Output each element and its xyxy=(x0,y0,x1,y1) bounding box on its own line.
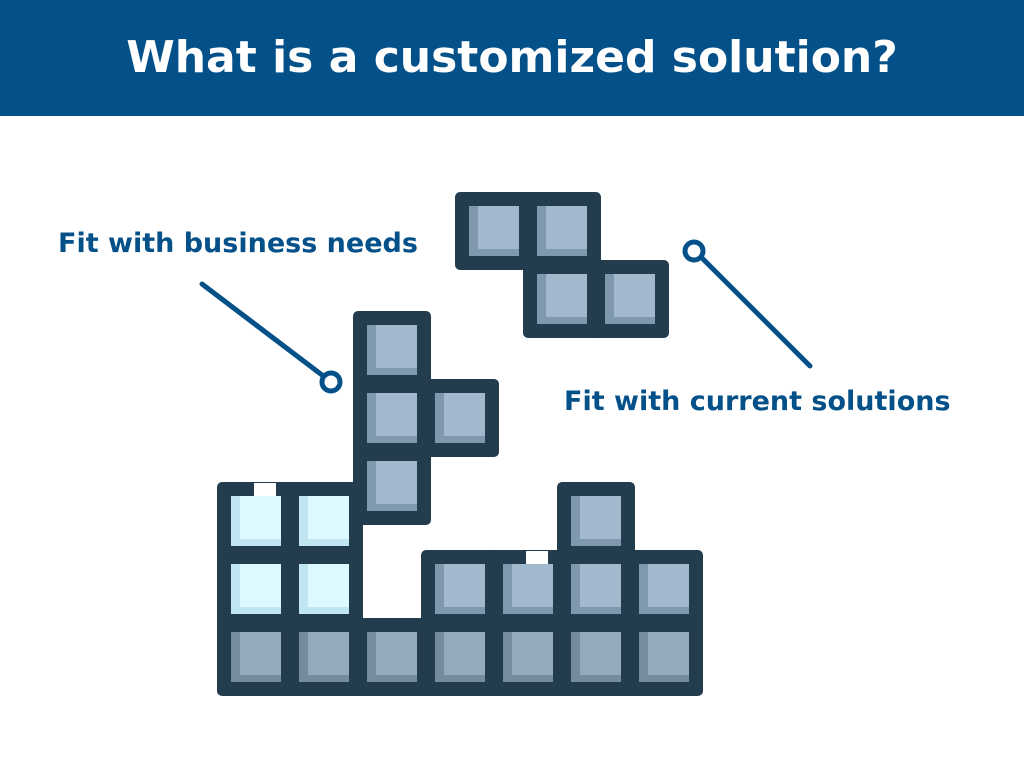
block-cell-shade xyxy=(639,564,648,614)
block-cell-shade xyxy=(299,632,308,682)
block-cell-shade xyxy=(231,496,240,546)
block-cell-shade xyxy=(367,504,417,511)
block-cell-shade xyxy=(571,632,580,682)
outline-notch xyxy=(254,483,276,497)
block-cell-shade xyxy=(367,675,417,682)
callout-pointers xyxy=(199,239,813,394)
block-cell-shade xyxy=(299,496,308,546)
outline-notch xyxy=(526,551,548,565)
block-cell-shade xyxy=(299,539,349,546)
block-cell-shade xyxy=(367,461,376,511)
callout-business-needs: Fit with business needs xyxy=(58,228,418,259)
block-cell-shade xyxy=(231,675,281,682)
block-cell-shade xyxy=(639,675,689,682)
block-cell-shade xyxy=(571,564,580,614)
block-cell-shade xyxy=(299,607,349,614)
block-cell-shade xyxy=(537,249,587,256)
block-cell-shade xyxy=(299,675,349,682)
block-cell-shade xyxy=(503,675,553,682)
block-cell-shade xyxy=(367,325,376,375)
block-cell-shade xyxy=(435,607,485,614)
header-bar: What is a customized solution? xyxy=(0,0,1024,116)
block-cell-shade xyxy=(469,249,519,256)
block-cell-shade xyxy=(367,632,376,682)
block-cell-shade xyxy=(435,564,444,614)
block-cell-shade xyxy=(367,393,376,443)
block-cell-shade xyxy=(503,607,553,614)
block-cell-shade xyxy=(571,607,621,614)
pointer-line-left xyxy=(199,281,325,378)
block-cell-shade xyxy=(571,496,580,546)
block-cell-shade xyxy=(503,632,512,682)
block-cell-shade xyxy=(367,368,417,375)
block-cell-shade xyxy=(605,317,655,324)
block-cell-shade xyxy=(435,632,444,682)
block-cell-shade xyxy=(571,539,621,546)
block-cell-shade xyxy=(571,675,621,682)
block-cell-shade xyxy=(231,632,240,682)
block-cell-shade xyxy=(435,675,485,682)
block-cell-shade xyxy=(435,436,485,443)
block-cell-shade xyxy=(605,274,614,324)
block-cell-shade xyxy=(537,274,546,324)
pointer-dot-left xyxy=(319,370,343,394)
pointer-dot-right xyxy=(682,239,706,263)
block-cell-shade xyxy=(231,607,281,614)
callout-current-solutions: Fit with current solutions xyxy=(564,386,951,417)
block-cell-shade xyxy=(503,564,512,614)
block-cell-shade xyxy=(469,206,478,256)
pointer-line-right xyxy=(699,255,813,369)
block-cell-shade xyxy=(435,393,444,443)
block-cell-shade xyxy=(299,564,308,614)
block-cell-shade xyxy=(231,539,281,546)
page-title: What is a customized solution? xyxy=(126,32,898,83)
block-cells xyxy=(231,206,689,682)
block-cell-shade xyxy=(639,632,648,682)
block-outlines xyxy=(217,192,703,696)
block-cell-shade xyxy=(537,317,587,324)
block-cell-shade xyxy=(231,564,240,614)
block-cell-shade xyxy=(639,607,689,614)
block-cell-shade xyxy=(537,206,546,256)
block-cell-shade xyxy=(367,436,417,443)
